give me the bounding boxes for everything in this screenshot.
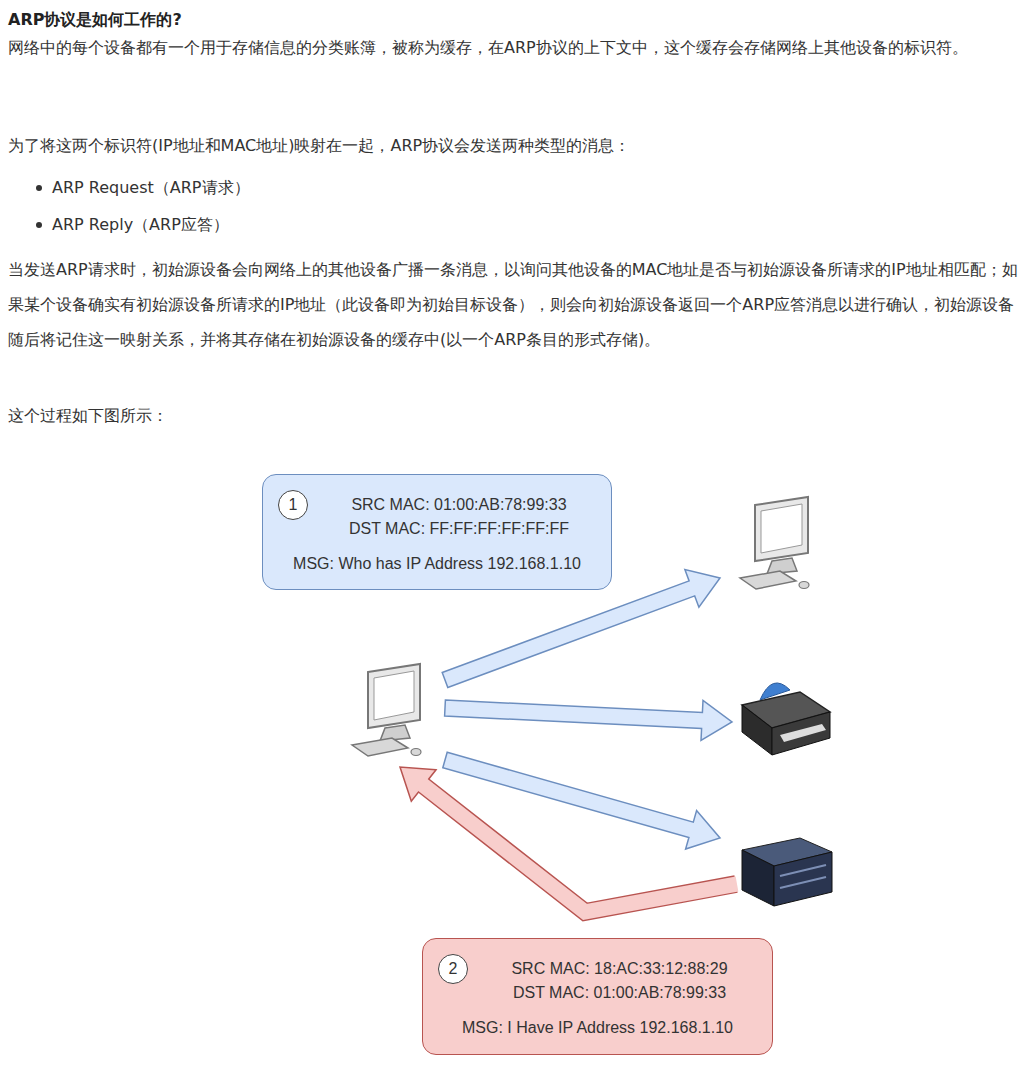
paragraph: 网络中的每个设备都有一个用于存储信息的分类账簿，被称为缓存，在ARP协议的上下文… [8, 30, 1022, 65]
message-line: MSG: Who has IP Address 192.168.1.10 [273, 552, 601, 576]
list-bullet [36, 185, 42, 191]
message-line: SRC MAC: 01:00:AB:78:99:33 [317, 493, 601, 517]
callout-number-text: 1 [289, 496, 298, 514]
callout-number-text: 2 [449, 960, 458, 978]
list-item: ARP Request（ARP请求） [52, 170, 1012, 205]
computer-icon [740, 497, 809, 589]
reply-arrow [421, 784, 737, 913]
broadcast-arrow [445, 700, 732, 741]
paragraph: 这个过程如下图所示： [8, 398, 1022, 433]
paragraph: 为了将这两个标识符(IP地址和MAC地址)映射在一起，ARP协议会发送两种类型的… [8, 128, 1022, 163]
computer-icon [352, 664, 421, 756]
server-icon [742, 838, 832, 906]
callout-number: 2 [438, 954, 468, 984]
callout-number: 1 [278, 490, 308, 520]
message-line: DST MAC: FF:FF:FF:FF:FF:FF [317, 517, 601, 541]
message-box: SRC MAC: 01:00:AB:78:99:33DST MAC: FF:FF… [262, 474, 612, 590]
list-bullet [36, 222, 42, 228]
message-line: SRC MAC: 18:AC:33:12:88:29 [477, 957, 762, 981]
printer-icon [742, 683, 830, 755]
page-title: ARP协议是如何工作的? [8, 6, 182, 34]
paragraph: 当发送ARP请求时，初始源设备会向网络上的其他设备广播一条消息，以询问其他设备的… [8, 252, 1022, 357]
message-line: DST MAC: 01:00:AB:78:99:33 [477, 981, 762, 1005]
list-item: ARP Reply（ARP应答） [52, 207, 1012, 242]
message-box: SRC MAC: 18:AC:33:12:88:29DST MAC: 01:00… [422, 938, 773, 1055]
message-line: MSG: I Have IP Address 192.168.1.10 [433, 1016, 762, 1040]
